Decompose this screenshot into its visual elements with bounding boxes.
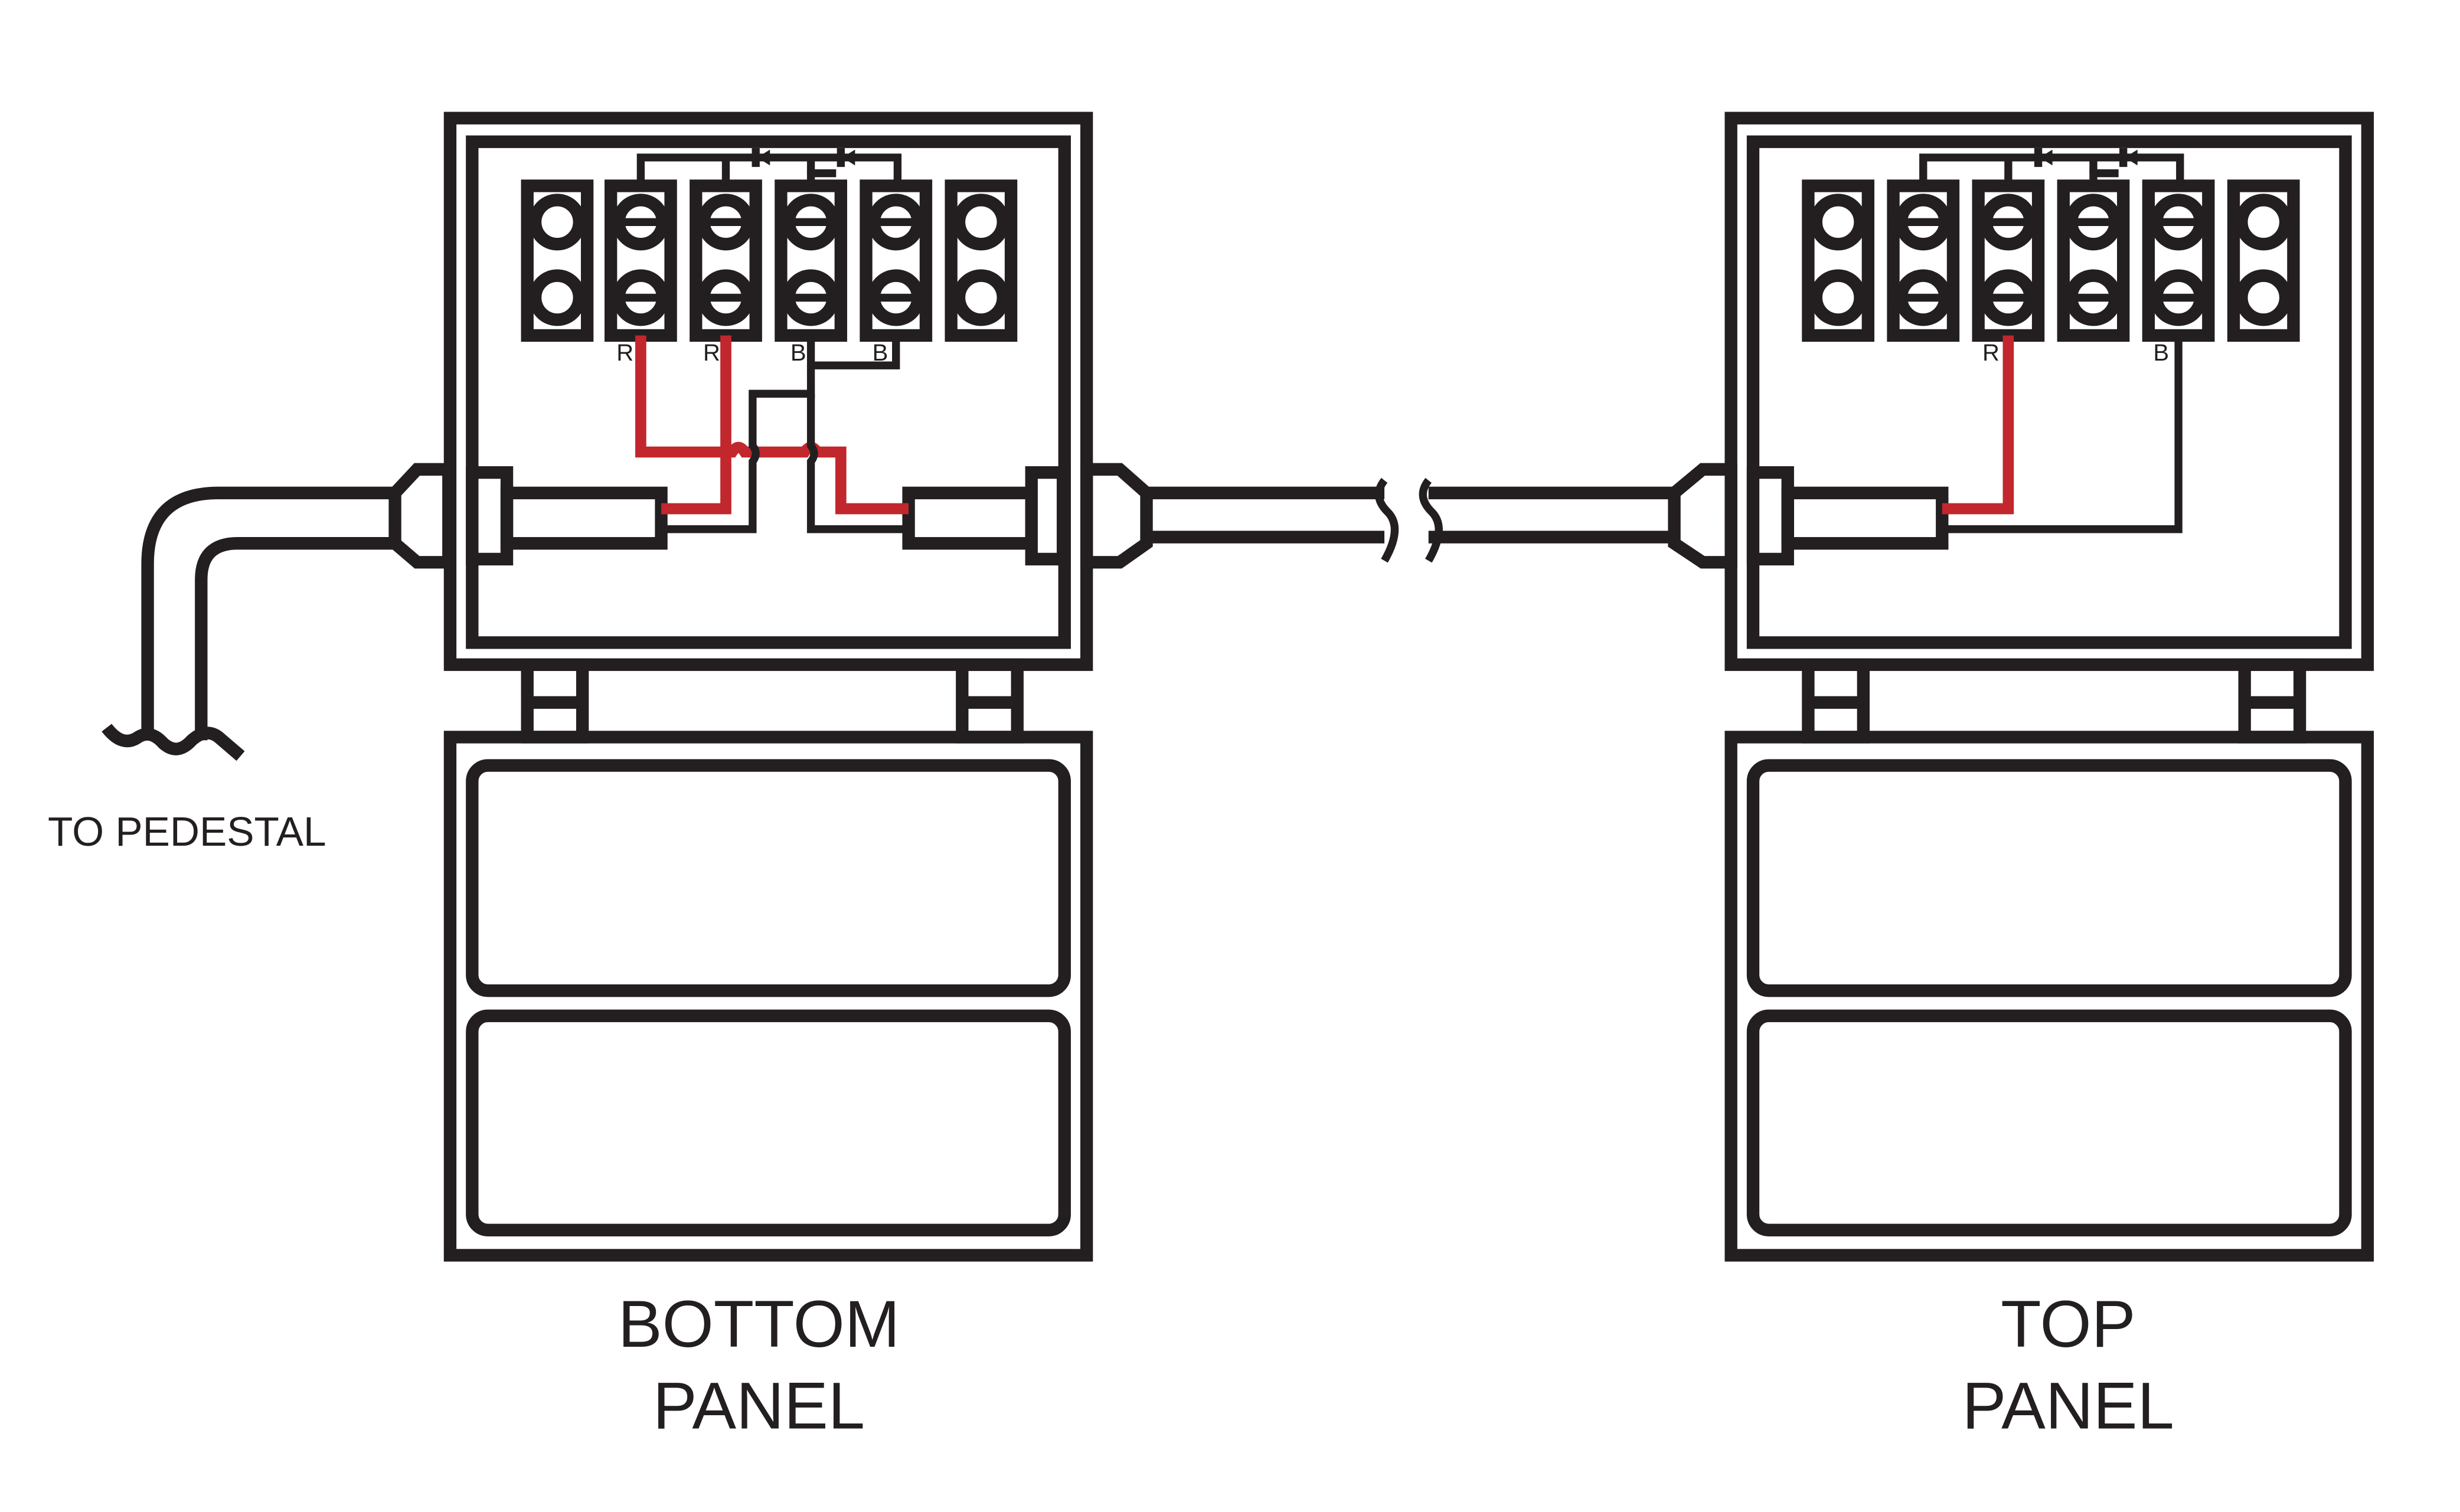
bottom-hinges [521,658,1024,744]
top-cell-lower [1746,1009,2352,1236]
bottom-red-wires [635,335,909,515]
bottom-terminal-label: R [616,340,633,366]
bottom-junction-box [443,112,1093,671]
bottom-terminal-label: B [790,340,806,366]
top-terminal-label: R [1982,340,2000,366]
top-panel-label-line2: PANEL [1962,1369,2174,1443]
top-wires [1942,335,2183,534]
inter-panel-cable [1080,463,1737,569]
bottom-panel-label-line1: BOTTOM [618,1287,900,1361]
top-junction-box [1724,112,2374,671]
bottom-panel: R R B B [443,112,1093,1262]
bottom-cell-lower [466,1009,1071,1236]
top-hinges [1802,658,2307,744]
top-bypass-diodes [1919,148,2184,186]
bottom-panel-label-line2: PANEL [653,1369,865,1443]
bottom-right-cable-entry [902,466,1070,566]
top-solar-panel [1724,731,2374,1262]
top-cable-entry [1746,466,1949,566]
bottom-cell-upper [466,759,1071,997]
top-panel-label-line1: TOP [2001,1287,2135,1361]
top-terminal-label: B [2153,340,2169,366]
top-panel: R B [1724,112,2374,1262]
pedestal-conduit [102,463,455,761]
bottom-junction-box-inner [466,135,1071,649]
bottom-terminal-strip [521,179,1018,342]
top-cell-upper [1746,759,2352,997]
bottom-terminal-label: R [703,340,720,366]
bottom-left-cable-entry [466,466,668,566]
top-terminal-strip [1802,179,2300,342]
bottom-bypass-diodes [636,148,902,186]
top-junction-box-inner [1746,135,2352,649]
bottom-solar-panel [443,731,1093,1262]
to-pedestal-label: TO PEDESTAL [48,809,326,855]
bottom-black-wires [661,335,909,534]
